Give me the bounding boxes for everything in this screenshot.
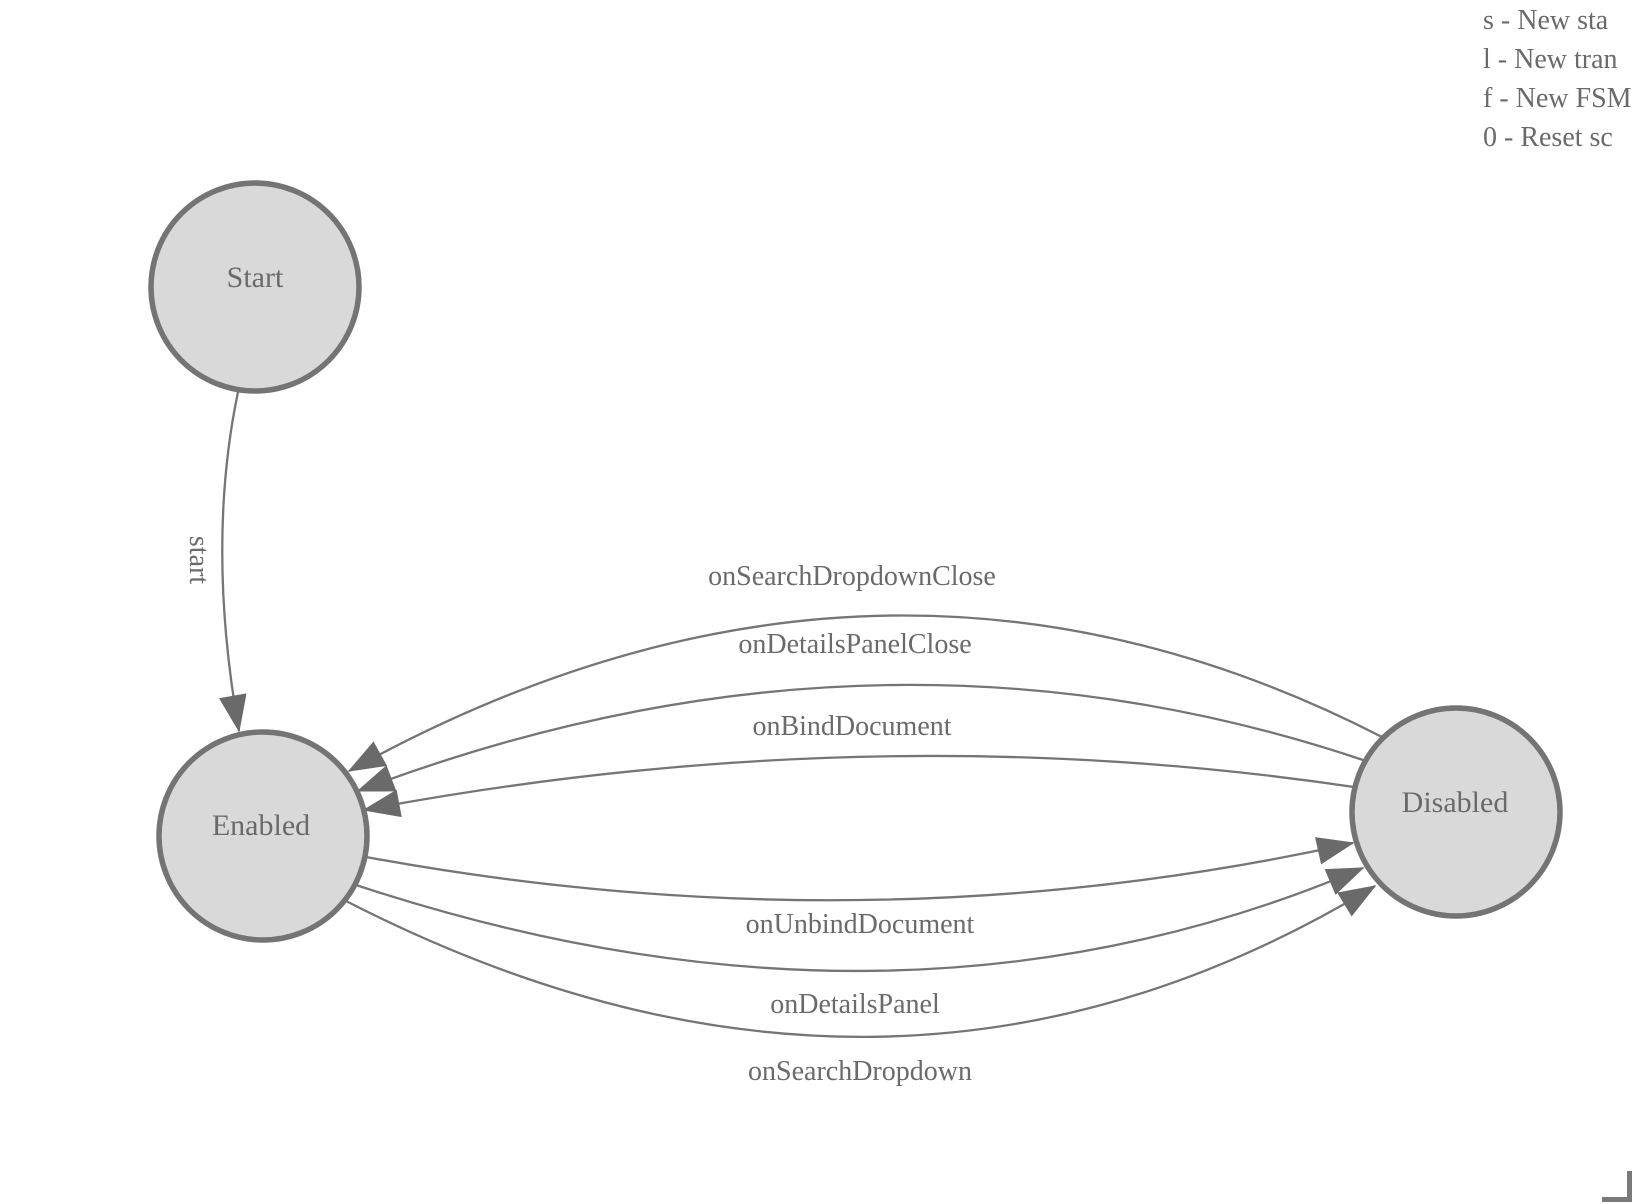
state-label-start: Start — [226, 261, 284, 294]
transition-label-onDetailsPanelClose: onDetailsPanelClose — [738, 629, 972, 660]
transition-label-onUnbindDocument: onUnbindDocument — [745, 909, 975, 940]
transition-edge-onBindDocument[interactable] — [362, 754, 1355, 818]
canvas-corner-bracket — [1602, 1171, 1632, 1202]
transition-label-onBindDocument: onBindDocument — [752, 711, 952, 742]
legend-line-new-fsm: f - New FSM — [1483, 83, 1632, 114]
transition-label-start: start — [183, 535, 214, 585]
transition-edge-onDetailsPanelClose[interactable] — [356, 683, 1367, 793]
transition-edge-onSearchDropdown[interactable] — [345, 885, 1377, 1038]
state-node-disabled[interactable] — [1349, 705, 1563, 919]
transition-label-onSearchDropdown: onSearchDropdown — [748, 1056, 972, 1087]
transition-label-onDetailsPanel: onDetailsPanel — [770, 989, 940, 1020]
transition-edge-onUnbindDocument[interactable] — [365, 837, 1355, 902]
state-node-start[interactable] — [148, 180, 362, 394]
shortcut-legend: s - New sta l - New tran f - New FSM 0 -… — [1483, 1, 1632, 157]
transition-edge-start[interactable] — [218, 391, 247, 733]
transition-edge-onSearchDropdownClose[interactable] — [347, 614, 1383, 773]
transition-label-onSearchDropdownClose: onSearchDropdownClose — [708, 561, 996, 592]
legend-line-new-state: s - New sta — [1483, 5, 1609, 36]
legend-line-reset: 0 - Reset sc — [1483, 122, 1613, 153]
state-node-enabled[interactable] — [156, 729, 370, 943]
state-label-disabled: Disabled — [1401, 786, 1509, 819]
legend-line-new-transition: l - New tran — [1483, 44, 1618, 75]
state-label-enabled: Enabled — [211, 809, 311, 842]
transition-edge-onDetailsPanel[interactable] — [355, 866, 1365, 973]
